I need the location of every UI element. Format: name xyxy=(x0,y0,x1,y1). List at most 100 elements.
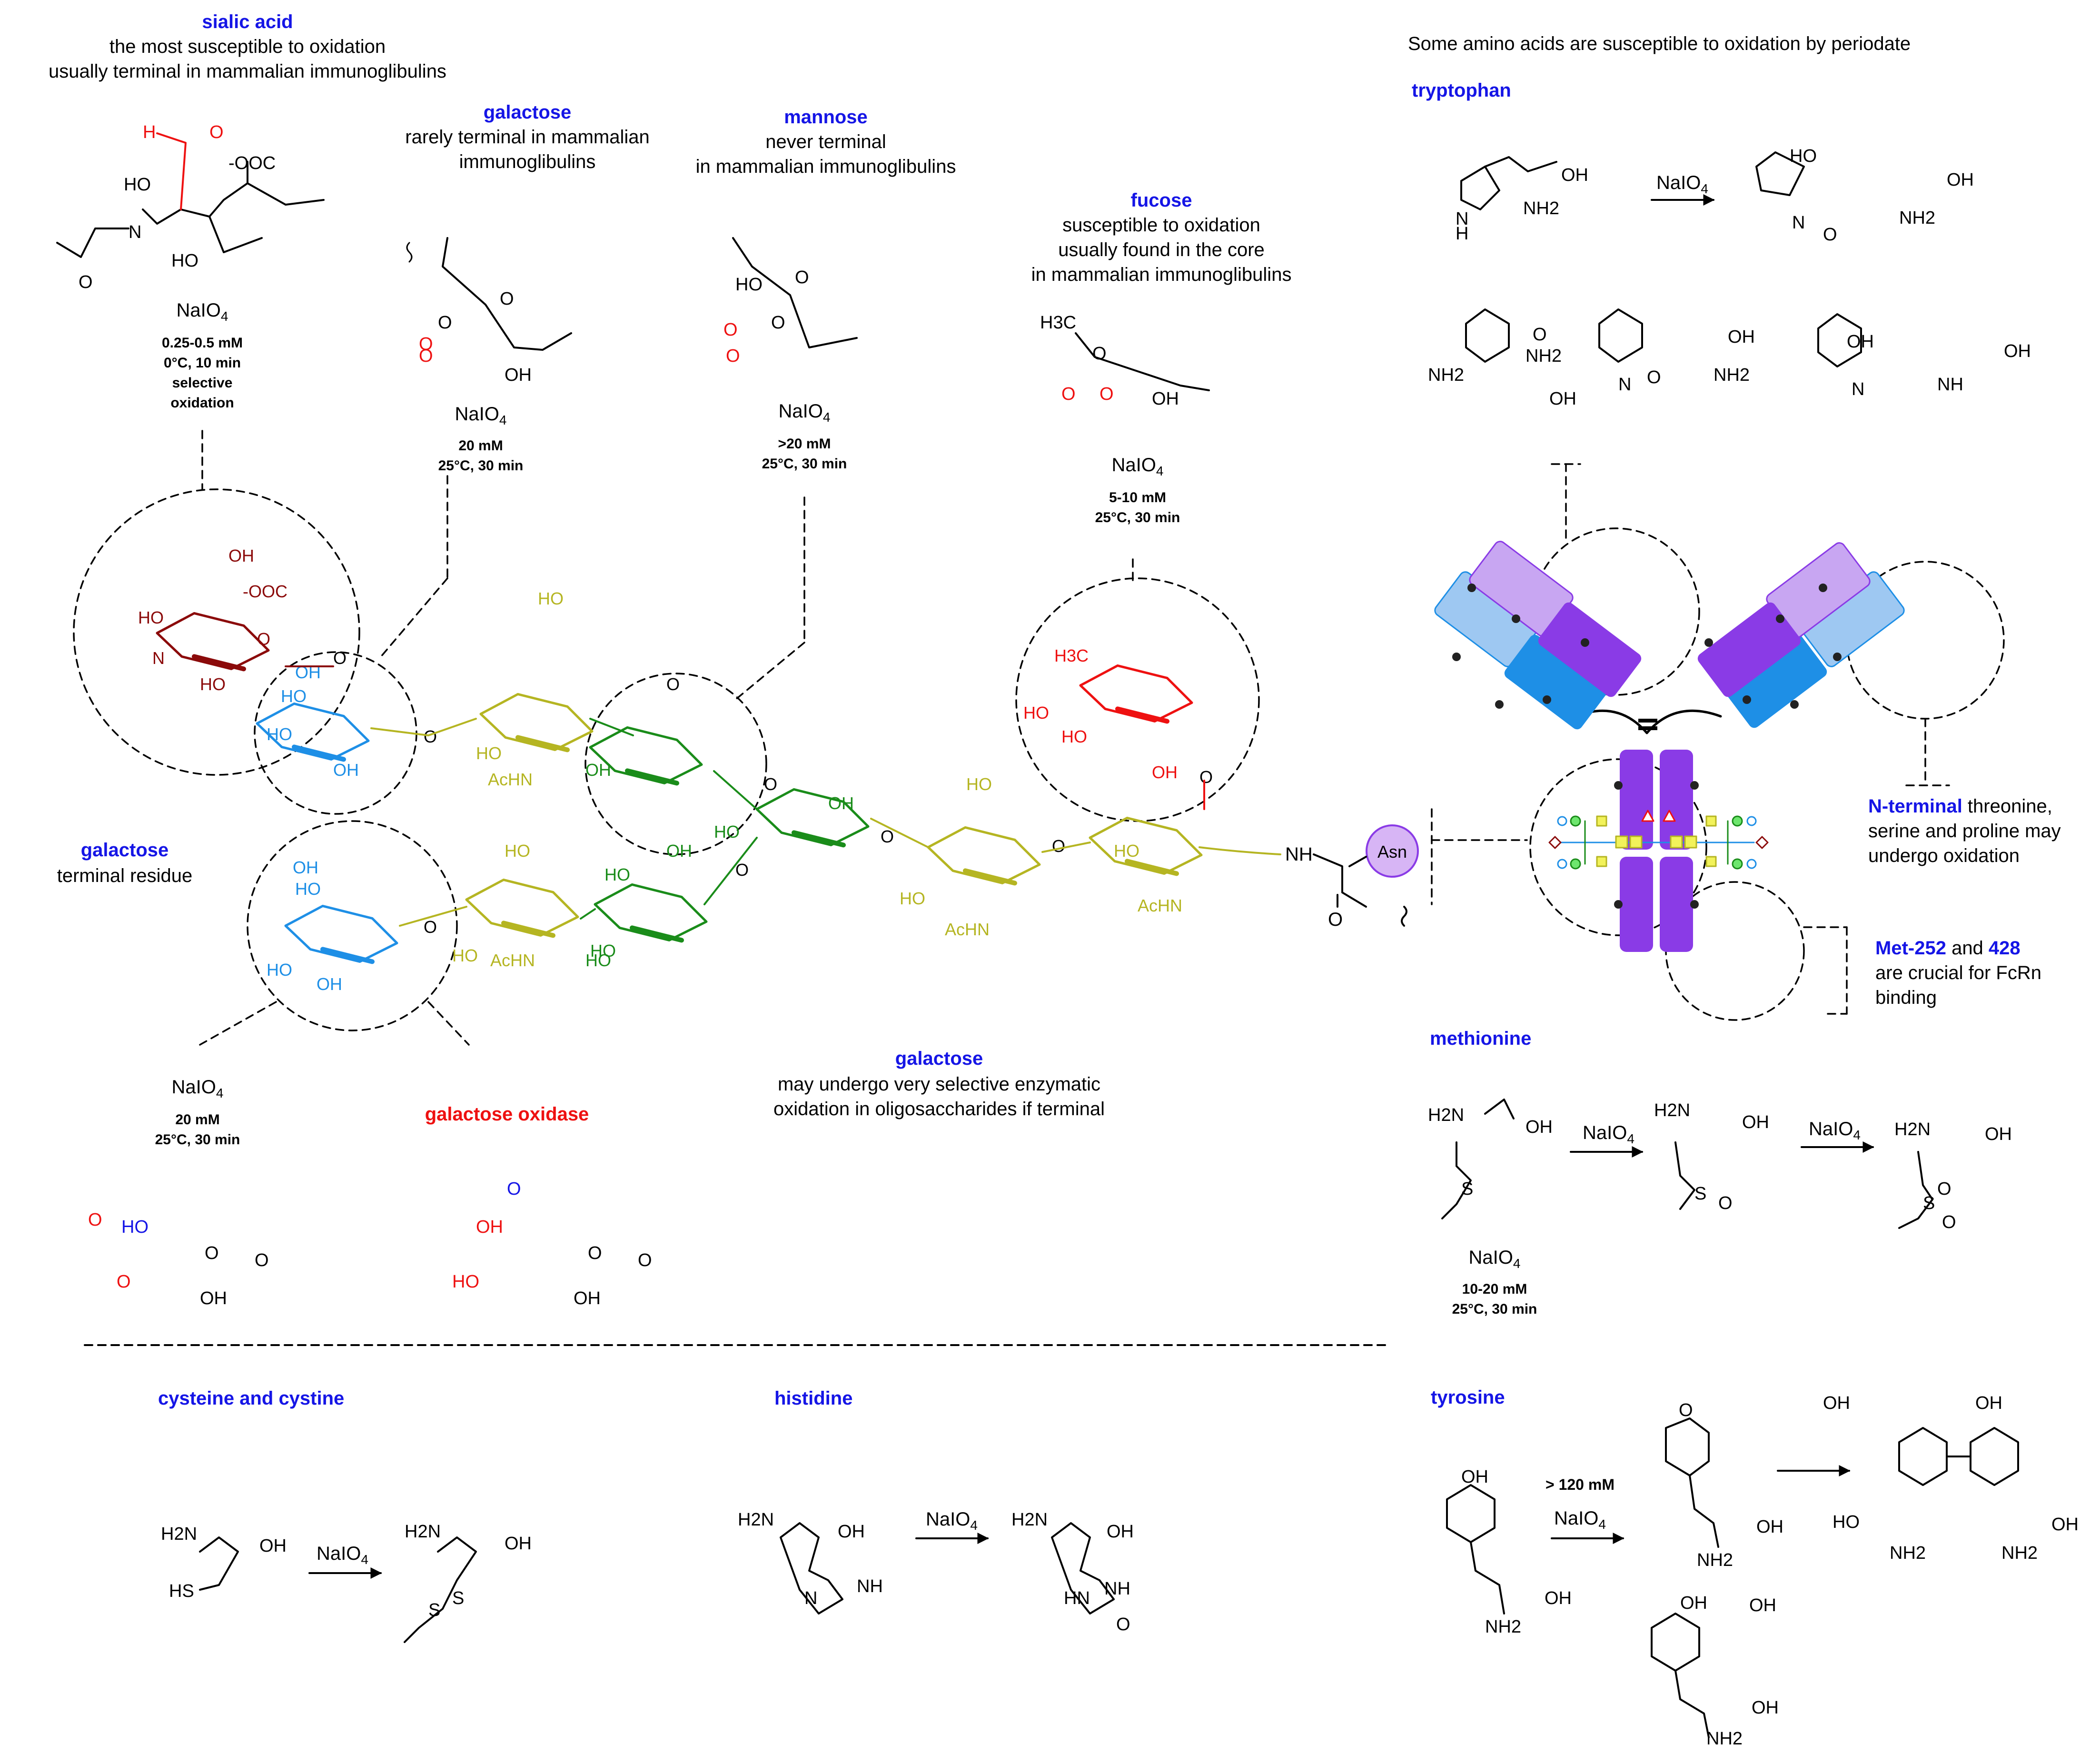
met-line2: are crucial for FcRn xyxy=(1875,962,2041,983)
atom-label: AcHN xyxy=(490,951,535,970)
n-terminal-note: N-terminal threonine, xyxy=(1868,794,2052,819)
sialic-acid-title: sialic acid xyxy=(202,11,293,32)
atom-label: OH xyxy=(1152,389,1179,409)
atom-label: OH xyxy=(1545,1588,1572,1608)
glycosidic-link xyxy=(399,906,467,927)
histidine-title: histidine xyxy=(774,1388,853,1409)
atom-label: OH xyxy=(1549,389,1576,409)
mannose-desc-2: in mammalian immunoglibulins xyxy=(695,156,956,177)
atom-label: O xyxy=(795,267,809,287)
fucose-dashed-circle xyxy=(1015,577,1260,822)
atom-label: HO xyxy=(295,879,321,899)
fucose-ring-front xyxy=(1115,706,1169,724)
atom-label: O xyxy=(1052,836,1065,856)
atom-label: O xyxy=(419,334,433,354)
dityr-ring-1 xyxy=(1898,1427,1948,1486)
galactose-top-cond-1: 20 mM xyxy=(458,438,503,454)
sialic-dashed-circle xyxy=(73,488,360,776)
atom-label: AcHN xyxy=(945,920,990,939)
atom-label: S xyxy=(452,1588,464,1608)
met-bold-1: Met-252 xyxy=(1875,938,1946,959)
atom-label: HO xyxy=(200,674,226,694)
galactose-top-ring-front xyxy=(292,744,346,762)
atom-label: OH xyxy=(1525,1117,1553,1137)
atom-label: O xyxy=(255,1250,269,1270)
atom-label: HO xyxy=(267,724,292,744)
glcnac-bottom-ring-front xyxy=(501,921,555,938)
glycosidic-link xyxy=(703,837,758,905)
atom-label: AcHN xyxy=(1138,896,1182,915)
pyrrolo-ring xyxy=(1817,313,1862,367)
glycosidic-link xyxy=(870,818,929,848)
sialic-top-bonds xyxy=(208,216,263,253)
met-note: Met-252 and 428 xyxy=(1875,936,2021,961)
atom-label: OH xyxy=(1107,1522,1134,1542)
atom-label: O xyxy=(1937,1179,1951,1199)
atom-label: OH xyxy=(505,1534,532,1554)
atom-label: H xyxy=(1456,224,1468,244)
galactose-bottom-ring xyxy=(284,904,398,963)
glycosidic-link xyxy=(589,718,634,736)
sialic-cond-3: selective xyxy=(172,375,233,391)
met-line3: binding xyxy=(1875,987,1937,1008)
atom-label: HO xyxy=(590,941,616,961)
glcnac-top-ring xyxy=(479,693,594,751)
atom-label: H2N xyxy=(1011,1510,1048,1530)
tyrosine-reagent: NaIO4 xyxy=(1554,1508,1606,1532)
atom-label: H2N xyxy=(738,1510,774,1530)
atom-label: O xyxy=(209,122,224,142)
oxhis-ring xyxy=(1051,1522,1115,1614)
mannose-cond-1: >20 mM xyxy=(778,436,831,452)
atom-label: OH xyxy=(1752,1698,1779,1718)
sialic-cond-2: 0°C, 10 min xyxy=(163,355,241,371)
atom-label: HO xyxy=(900,889,925,908)
atom-label: AcHN xyxy=(488,770,533,789)
atom-label: NH2 xyxy=(1890,1543,1926,1563)
mannose-top-ring xyxy=(589,726,703,784)
atom-label: O xyxy=(1718,1193,1733,1213)
atom-label: OH xyxy=(828,793,854,813)
atom-label: HO xyxy=(171,251,198,271)
atom-label: NH2 xyxy=(1706,1729,1743,1749)
atom-label: HO xyxy=(505,841,530,861)
sialic-ring xyxy=(156,612,270,670)
mannose-cond-2: 25°C, 30 min xyxy=(762,456,847,472)
methionine-reagent-1: NaIO4 xyxy=(1583,1122,1634,1146)
atom-label: O xyxy=(424,917,437,937)
atom-label: HO xyxy=(452,946,478,965)
atom-label: O xyxy=(638,1250,652,1270)
atom-label: O xyxy=(507,1179,521,1199)
galactose-enzymatic-title: galactose xyxy=(895,1048,983,1069)
galactose-enzymatic-desc-1: may undergo very selective enzymatic xyxy=(777,1074,1101,1095)
atom-label: O xyxy=(419,346,433,366)
trp-indole xyxy=(1460,166,1500,210)
galactose-terminal-cond-2: 25°C, 30 min xyxy=(155,1132,240,1148)
glycosidic-link xyxy=(1199,846,1281,855)
atom-label: HO xyxy=(138,608,164,627)
atom-label: -OOC xyxy=(228,153,276,173)
atom-label: HO xyxy=(1114,841,1139,861)
fucose-desc-2: usually found in the core xyxy=(1058,239,1265,260)
asn-nh-label: NH xyxy=(1285,844,1313,865)
galactose-terminal-title: galactose xyxy=(80,840,169,861)
atom-label: H xyxy=(143,122,156,142)
atom-label: OH xyxy=(838,1522,865,1542)
atom-label: HO xyxy=(538,589,564,608)
galactose-terminal-desc: terminal residue xyxy=(57,865,193,886)
fucose-ring xyxy=(1079,664,1193,723)
atom-label: OH xyxy=(1947,170,1974,190)
sialic-desc-2: usually terminal in mammalian immunoglib… xyxy=(49,61,446,82)
atom-label: O xyxy=(1647,367,1661,387)
atom-label: O xyxy=(723,320,738,340)
sialic-cond-1: 0.25-0.5 mM xyxy=(161,335,243,351)
galactose-enzymatic-desc-2: oxidation in oligosaccharides if termina… xyxy=(773,1099,1105,1119)
cysteine-title: cysteine and cystine xyxy=(158,1388,345,1409)
mannose-core-ring xyxy=(755,788,870,846)
galactose-terminal-dashed-circle xyxy=(247,820,458,1031)
man-top-bonds xyxy=(732,237,858,348)
oxtrp xyxy=(1755,151,1805,196)
atom-label: O xyxy=(1199,767,1213,787)
sialic-aldehyde xyxy=(156,132,187,210)
